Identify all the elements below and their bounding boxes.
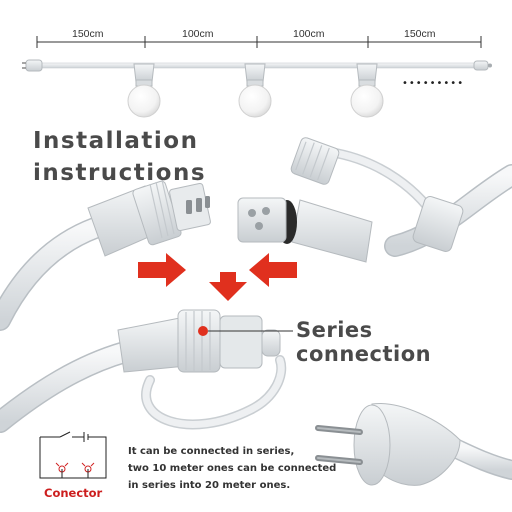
- bulb-1: [127, 63, 161, 118]
- circuit-diagram: [39, 431, 107, 479]
- bulb-2: [238, 63, 272, 118]
- arrow-down: [209, 272, 247, 301]
- connector-label: Conector: [44, 486, 103, 500]
- dimension-line: [36, 36, 482, 48]
- bulb-3: [350, 63, 384, 118]
- dimension-label-4: 150cm: [404, 28, 436, 40]
- heading-line-2: instructions: [33, 160, 207, 186]
- arrow-left: [249, 253, 297, 287]
- male-connector: [0, 179, 211, 331]
- note-line-2: two 10 meter ones can be connected: [128, 463, 337, 474]
- series-connection-label: Series connection: [296, 318, 432, 366]
- assembled-connector: [0, 309, 293, 433]
- note-line-3: in series into 20 meter ones.: [128, 480, 291, 491]
- arrow-right: [138, 253, 186, 287]
- continuation-dots: •••••••••: [402, 78, 465, 89]
- dimension-label-2: 100cm: [182, 28, 214, 40]
- female-connector: [237, 137, 512, 263]
- dimension-label-3: 100cm: [293, 28, 325, 40]
- note-line-1: It can be connected in series,: [128, 446, 295, 457]
- schuko-plug: [315, 402, 512, 486]
- heading-line-1: Installation: [33, 128, 199, 154]
- dimension-label-1: 150cm: [72, 28, 104, 40]
